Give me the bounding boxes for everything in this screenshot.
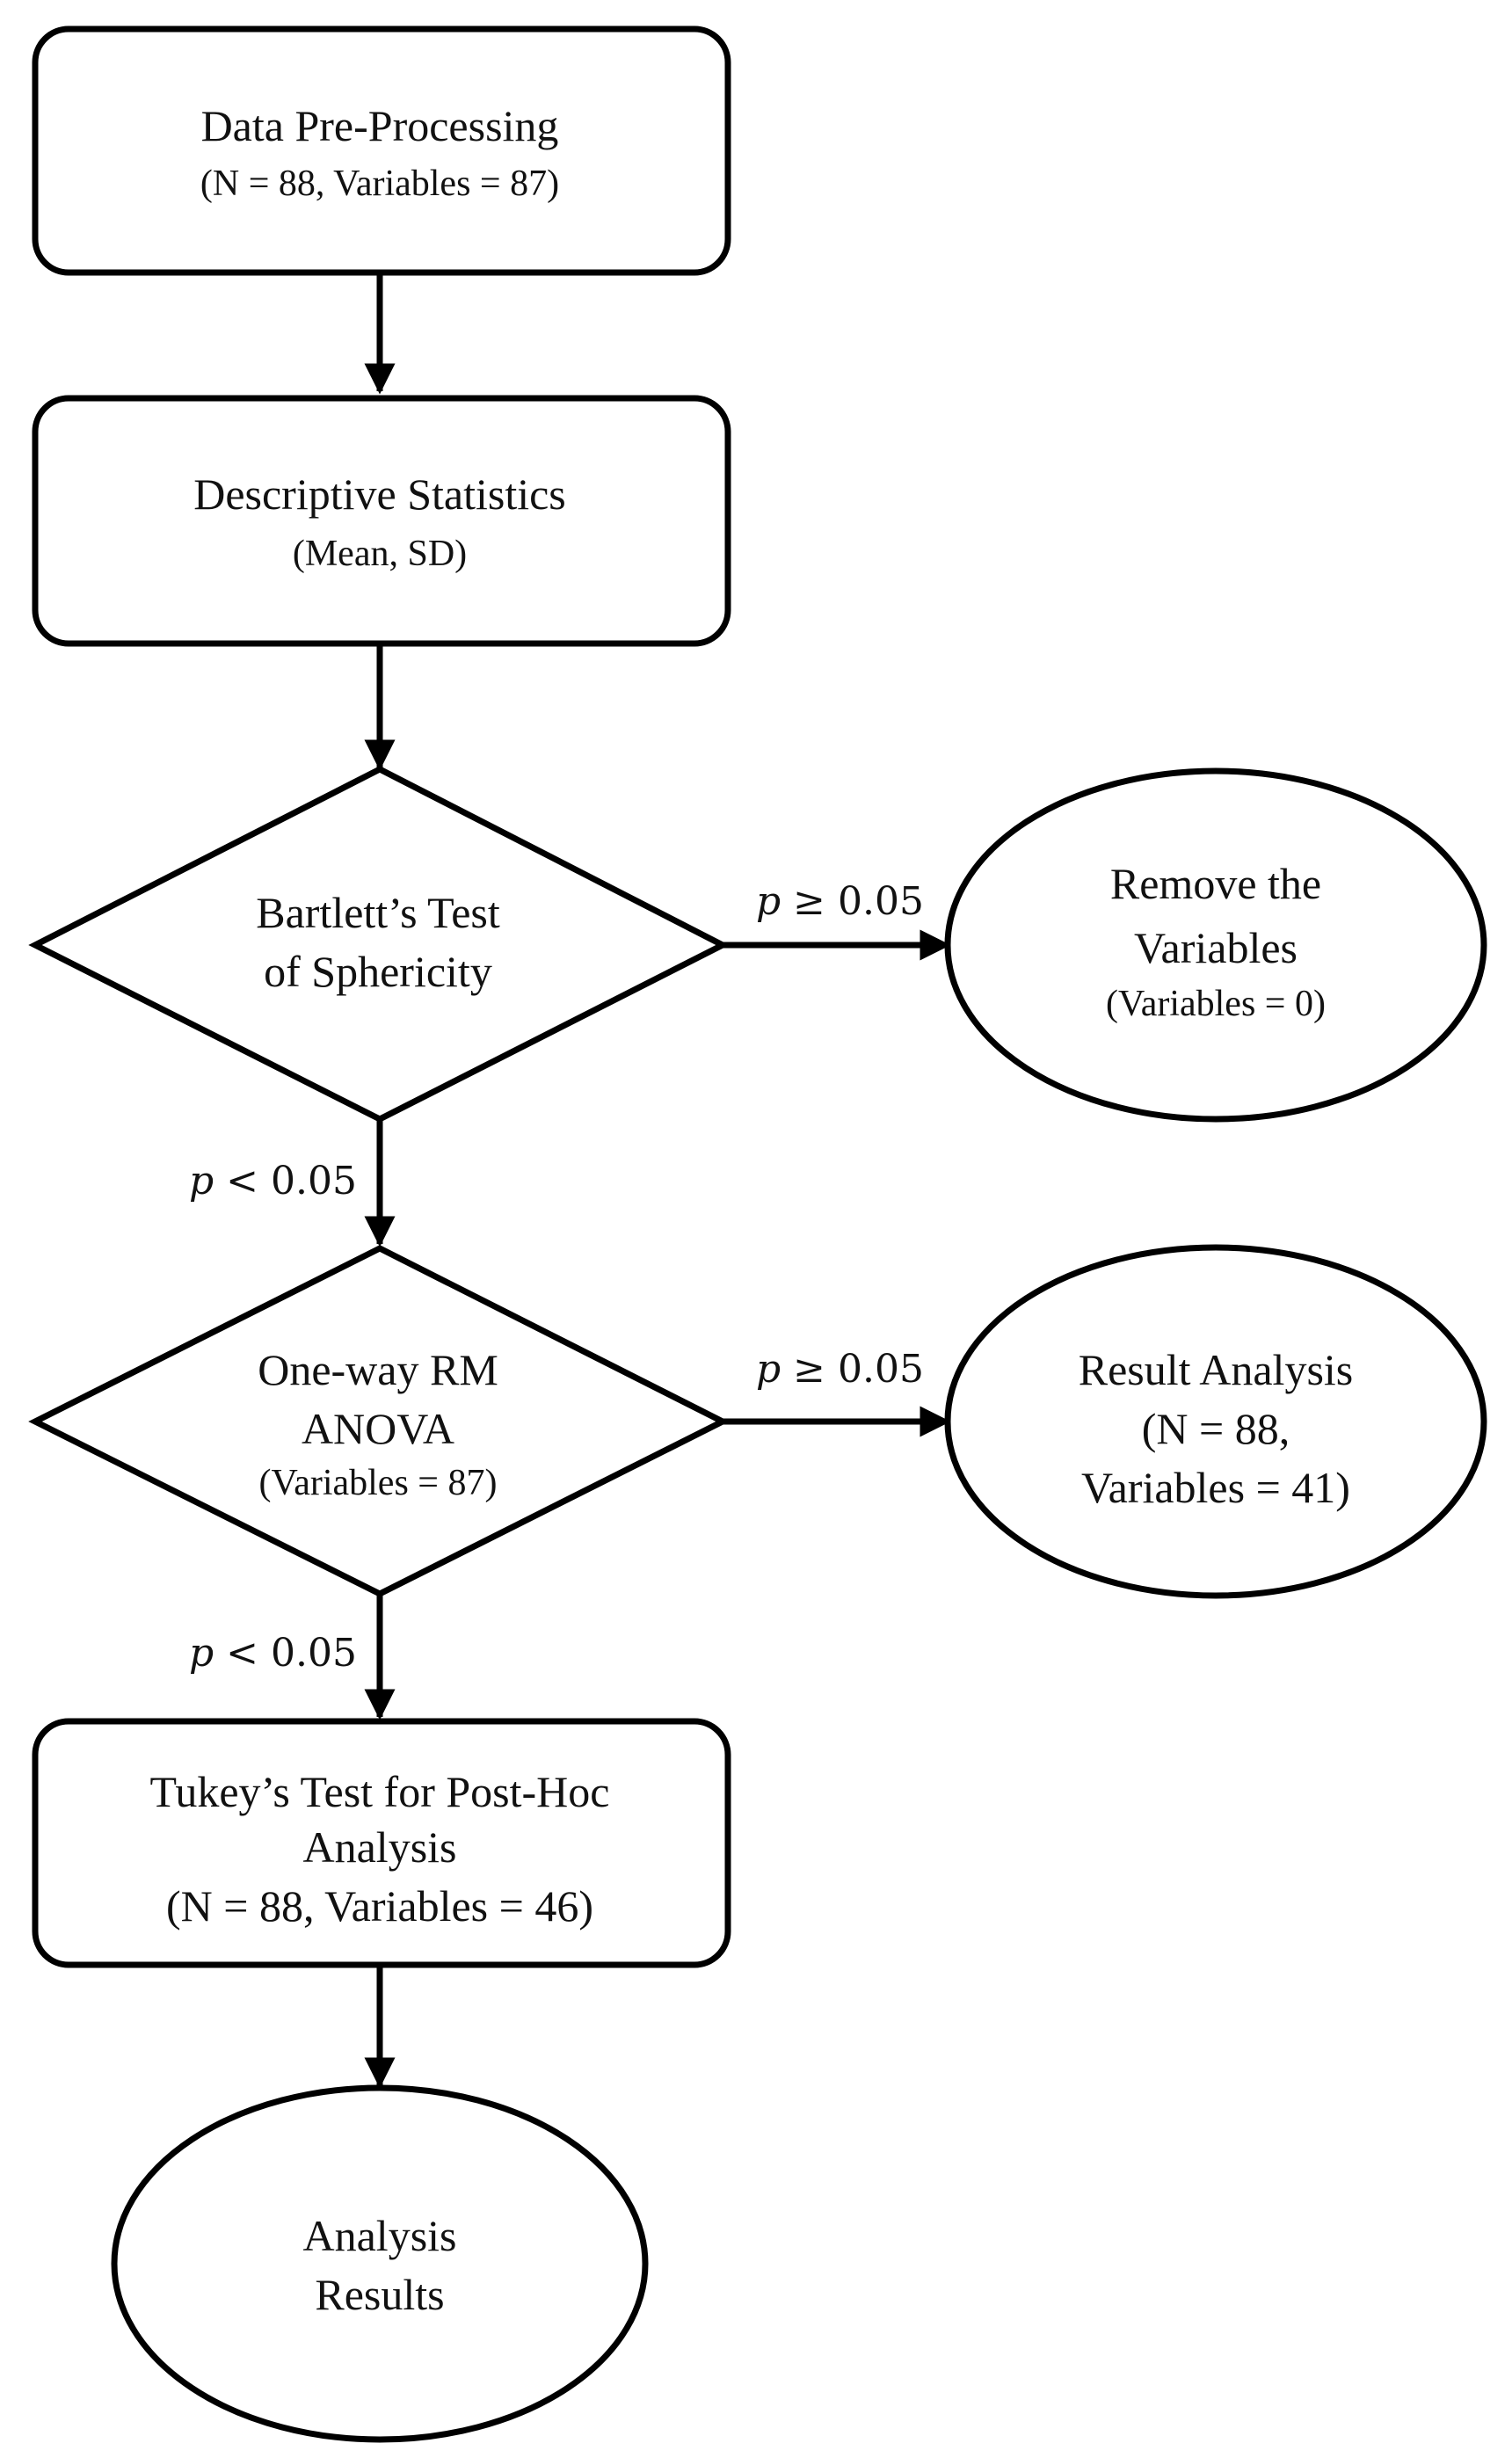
node-anova-line2: ANOVA: [302, 1404, 454, 1453]
condition-anova-no-rest: < 0.05: [214, 1631, 357, 1676]
node-analysis-results-line2: Results: [315, 2270, 444, 2319]
node-tukey-test: Tukey’s Test for Post-Hoc Analysis (N = …: [32, 1718, 731, 1968]
condition-anova-yes-p: p: [756, 1347, 781, 1392]
node-tukey-line1: Tukey’s Test for Post-Hoc: [150, 1767, 610, 1816]
condition-bartlett-no-p: p: [189, 1159, 214, 1204]
condition-anova-no-p: p: [189, 1631, 214, 1676]
node-tukey-line3: (N = 88, Variables = 46): [166, 1881, 593, 1931]
node-preprocess-title: Data Pre-Processing: [201, 101, 559, 150]
node-analysis-results-line1: Analysis: [303, 2211, 457, 2260]
condition-bartlett-yes-p: p: [756, 879, 781, 924]
condition-anova-no: p < 0.05: [189, 1631, 357, 1676]
node-bartlett-line1: Bartlett’s Test: [256, 888, 500, 937]
node-remove-line1: Remove the: [1110, 859, 1321, 908]
node-result-analysis: Result Analysis (N = 88, Variables = 41): [944, 1244, 1487, 1599]
node-remove-variables: Remove the Variables (Variables = 0): [944, 767, 1487, 1123]
node-anova-sub: (Variables = 87): [259, 1463, 498, 1503]
node-result-analysis-line3: Variables = 41): [1081, 1463, 1350, 1512]
node-remove-line2: Variables: [1134, 923, 1298, 972]
condition-bartlett-yes: p ≥ 0.05: [756, 879, 924, 924]
node-result-analysis-line1: Result Analysis: [1079, 1345, 1354, 1394]
node-anova-line1: One-way RM: [258, 1345, 498, 1394]
node-descriptive-statistics: Descriptive Statistics (Mean, SD): [32, 395, 731, 647]
condition-anova-yes-rest: ≥ 0.05: [781, 1347, 924, 1392]
node-analysis-results: Analysis Results: [111, 2084, 649, 2443]
node-result-analysis-line2: (N = 88,: [1142, 1404, 1290, 1453]
node-bartlett-line2: of Sphericity: [264, 947, 492, 996]
node-descriptive-sub: (Mean, SD): [293, 534, 467, 574]
node-bartlett-decision: Bartlett’s Test of Sphericity: [28, 766, 730, 1123]
condition-anova-yes: p ≥ 0.05: [756, 1347, 924, 1392]
condition-bartlett-no: p < 0.05: [189, 1159, 357, 1204]
node-anova-decision: One-way RM ANOVA (Variables = 87): [28, 1245, 730, 1597]
node-tukey-line2: Analysis: [303, 1822, 457, 1872]
node-data-preprocessing: Data Pre-Processing (N = 88, Variables =…: [32, 25, 731, 276]
node-remove-sub: (Variables = 0): [1106, 984, 1326, 1024]
node-descriptive-title: Descriptive Statistics: [193, 469, 566, 519]
node-preprocess-sub: (N = 88, Variables = 87): [200, 164, 559, 204]
condition-bartlett-no-rest: < 0.05: [214, 1159, 357, 1204]
condition-bartlett-yes-rest: ≥ 0.05: [781, 879, 924, 924]
